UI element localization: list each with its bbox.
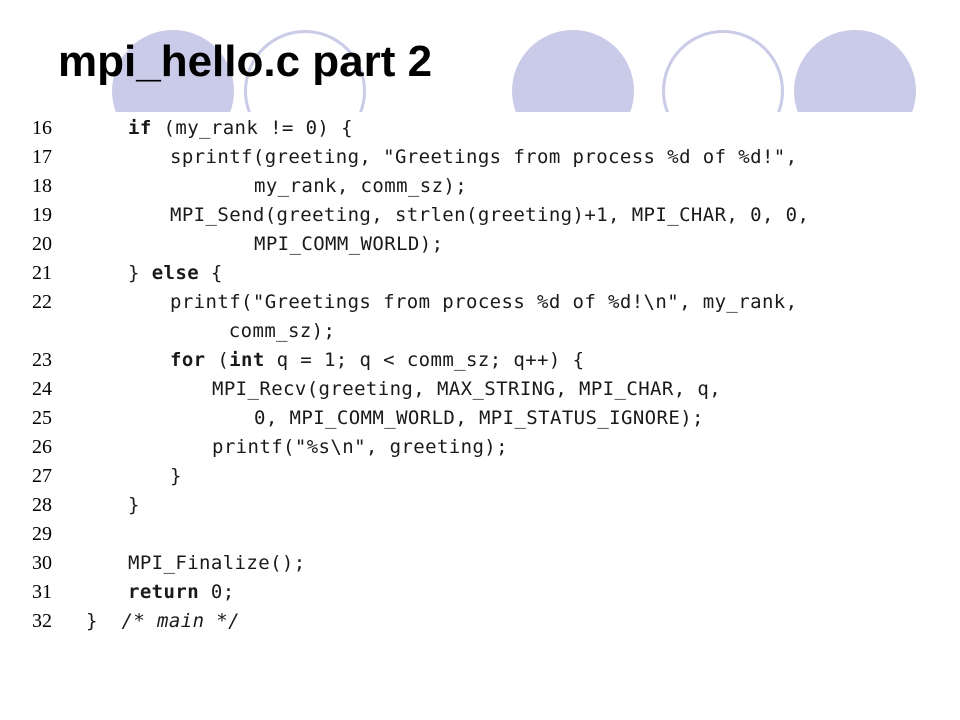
code-token: ( (205, 349, 230, 371)
code-line: comm_sz); (30, 317, 930, 346)
code-line: 28} (30, 491, 930, 520)
line-code: printf("Greetings from process %d of %d!… (170, 288, 797, 317)
code-keyword: for (170, 349, 206, 371)
code-token: MPI_COMM_WORLD); (254, 233, 444, 255)
line-code: sprintf(greeting, "Greetings from proces… (170, 143, 797, 172)
code-line: 20 MPI_COMM_WORLD); (30, 230, 930, 259)
line-number: 30 (32, 552, 52, 574)
code-line: 17 sprintf(greeting, "Greetings from proc… (30, 143, 930, 172)
line-number: 25 (32, 407, 52, 429)
line-number: 19 (32, 204, 52, 226)
code-line: 16 if (my_rank != 0) { (30, 114, 930, 143)
code-listing: 16 if (my_rank != 0) { 17 sprintf(greeting,… (30, 114, 930, 636)
code-line: 31 return 0; (30, 578, 930, 607)
line-code: printf("%s\n", greeting); (212, 433, 508, 462)
code-token: } (128, 262, 152, 284)
code-line: 27} (30, 462, 930, 491)
code-token: sprintf(greeting, "Greetings from proces… (170, 146, 798, 168)
line-code: comm_sz); (229, 317, 336, 346)
line-number: 18 (32, 175, 52, 197)
code-token: q = 1; q < comm_sz; q++) { (264, 349, 585, 371)
code-token: my_rank, comm_sz); (254, 175, 468, 197)
code-token: printf("%s\n", greeting); (212, 436, 508, 458)
code-line: 26 printf("%s\n", greeting); (30, 433, 930, 462)
line-number: 32 (32, 610, 52, 632)
line-number: 31 (32, 581, 52, 603)
code-token: (my_rank != 0) { (151, 117, 353, 139)
code-token: { (199, 262, 223, 284)
code-token: printf("Greetings from process %d of %d!… (170, 291, 798, 313)
code-keyword: if (128, 117, 152, 139)
line-code: } (170, 462, 182, 491)
line-number: 26 (32, 436, 52, 458)
slide-title: mpi_hello.c part 2 (58, 37, 433, 86)
code-token: comm_sz); (228, 320, 336, 342)
code-keyword: int (229, 349, 265, 371)
line-code: for (int q = 1; q < comm_sz; q++) { (170, 346, 584, 375)
line-code: } /* main */ (86, 607, 240, 636)
code-token: MPI_Send(greeting, strlen(greeting)+1, M… (170, 204, 810, 226)
code-token: } (170, 465, 182, 487)
code-line: 29 (30, 520, 930, 549)
code-line: 30 MPI_Finalize(); (30, 549, 930, 578)
line-number: 16 (32, 117, 52, 139)
code-token: 0; (199, 581, 235, 603)
code-line: 18 my_rank, comm_sz); (30, 172, 930, 201)
line-number: 22 (32, 291, 52, 313)
line-number: 17 (32, 146, 52, 168)
code-token: } (86, 610, 122, 632)
code-token: MPI_Finalize(); (128, 552, 306, 574)
code-line: 19 MPI_Send(greeting, strlen(greeting)+1,… (30, 201, 930, 230)
code-keyword: else (151, 262, 200, 284)
code-token: 0, MPI_COMM_WORLD, MPI_STATUS_IGNORE); (254, 407, 704, 429)
line-code: my_rank, comm_sz); (254, 172, 467, 201)
code-line: 32} /* main */ (30, 607, 930, 636)
line-code: MPI_Finalize(); (128, 549, 306, 578)
line-code: MPI_COMM_WORLD); (254, 230, 443, 259)
line-code: 0, MPI_COMM_WORLD, MPI_STATUS_IGNORE); (254, 404, 704, 433)
line-number: 24 (32, 378, 52, 400)
line-code: } else { (128, 259, 223, 288)
code-token: MPI_Recv(greeting, MAX_STRING, MPI_CHAR,… (212, 378, 722, 400)
code-line: 24 MPI_Recv(greeting, MAX_STRING, MPI_CHA… (30, 375, 930, 404)
code-keyword: return (128, 581, 200, 603)
code-line: 23 for (int q = 1; q < comm_sz; q++) { (30, 346, 930, 375)
code-token: } (128, 494, 140, 516)
line-code: MPI_Recv(greeting, MAX_STRING, MPI_CHAR,… (212, 375, 721, 404)
code-line: 22 printf("Greetings from process %d of %… (30, 288, 930, 317)
code-comment: /* main */ (121, 610, 240, 632)
line-code: } (128, 491, 140, 520)
code-line: 21} else { (30, 259, 930, 288)
line-code: if (my_rank != 0) { (128, 114, 353, 143)
line-number: 21 (32, 262, 52, 284)
line-number: 20 (32, 233, 52, 255)
code-line: 25 0, MPI_COMM_WORLD, MPI_STATUS_IGNORE); (30, 404, 930, 433)
line-code: MPI_Send(greeting, strlen(greeting)+1, M… (170, 201, 809, 230)
line-number: 28 (32, 494, 52, 516)
line-number: 27 (32, 465, 52, 487)
line-number: 23 (32, 349, 52, 371)
content-area (0, 112, 960, 720)
line-number: 29 (32, 523, 52, 545)
line-code: return 0; (128, 578, 235, 607)
